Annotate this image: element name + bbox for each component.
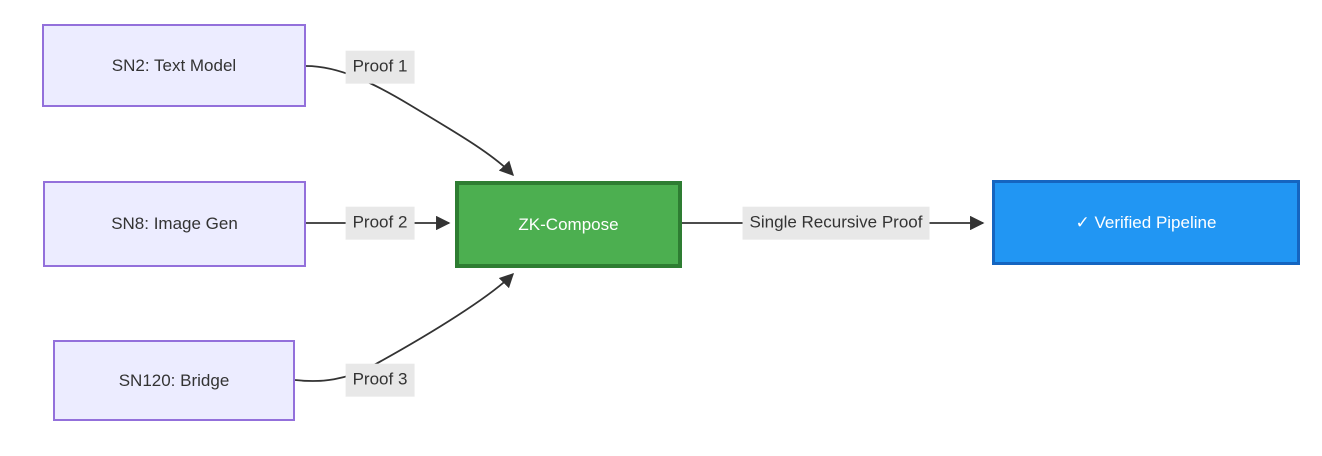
node-sn8-image-gen: SN8: Image Gen [43, 181, 306, 267]
edge-label-proof2: Proof 2 [345, 206, 415, 240]
edge-label-single-recursive-proof: Single Recursive Proof [742, 206, 930, 240]
node-sn2-text-model: SN2: Text Model [42, 24, 306, 107]
node-sn2-label: SN2: Text Model [111, 55, 237, 75]
edge-sn2-to-zkcompose [305, 65, 514, 177]
node-sn120-bridge: SN120: Bridge [53, 340, 295, 421]
node-verified-pipeline-label: ✓ Verified Pipeline [1075, 212, 1217, 232]
node-sn120-label: SN120: Bridge [118, 370, 230, 390]
node-verified-pipeline: ✓ Verified Pipeline [992, 180, 1300, 265]
node-sn8-label: SN8: Image Gen [111, 214, 238, 233]
node-zk-compose: ZK-Compose [455, 181, 682, 268]
edge-label-proof1: Proof 1 [345, 50, 415, 84]
node-zk-compose-label: ZK-Compose [518, 214, 619, 234]
edge-sn120-to-zkcompose [294, 272, 515, 382]
edge-label-proof3: Proof 3 [345, 363, 415, 397]
